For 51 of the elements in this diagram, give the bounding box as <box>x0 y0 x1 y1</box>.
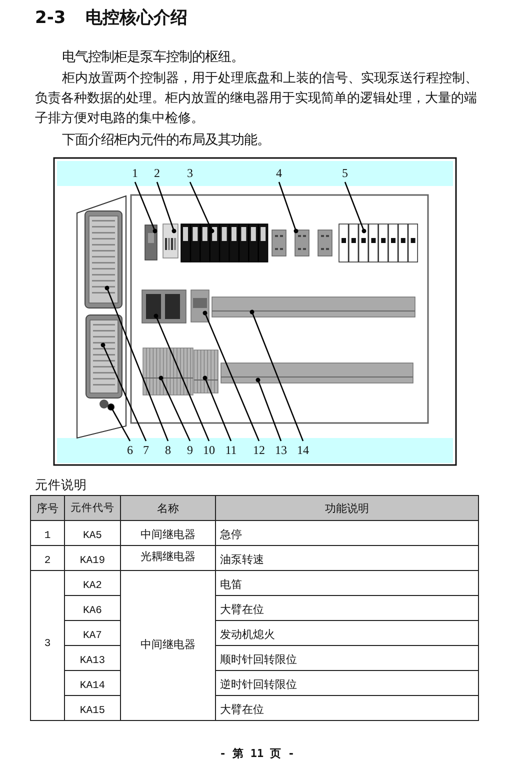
controller-drawing <box>85 314 123 399</box>
controller-drawing <box>84 210 123 309</box>
section-title: 2-3 电控核心介绍 <box>35 7 188 29</box>
header-cell: 元件代号 <box>64 495 121 521</box>
callout-number: 14 <box>294 442 312 458</box>
leader-line <box>104 286 169 442</box>
header-cell: 功能说明 <box>215 495 479 521</box>
table-cell: 3 <box>30 570 65 721</box>
callout-number: 1 <box>126 165 144 181</box>
callout-number: 10 <box>200 442 218 458</box>
leader-line <box>202 310 260 442</box>
callout-number: 7 <box>137 442 155 458</box>
leader-line <box>108 404 131 442</box>
callout-number: 11 <box>222 442 240 458</box>
callout-number: 3 <box>181 165 199 181</box>
module-drawing <box>141 289 187 324</box>
paragraph: 电气控制柜是泵车控制的枢纽。 <box>61 48 245 66</box>
paragraph: 下面介绍柜内元件的布局及其功能。 <box>61 132 271 149</box>
callout-number: 6 <box>121 442 139 458</box>
callout-number: 5 <box>336 165 354 181</box>
callout-number: 13 <box>272 442 290 458</box>
callout-number: 12 <box>250 442 268 458</box>
leader-line <box>158 376 191 442</box>
relay-drawing <box>271 229 333 257</box>
leader-line <box>156 182 176 234</box>
leader-line <box>134 182 158 234</box>
cable-duct-drawing <box>211 296 416 318</box>
module-drawing <box>190 289 210 323</box>
leader-line <box>202 376 232 442</box>
circuit-breaker-drawing <box>338 223 419 263</box>
cable-duct-drawing <box>220 362 414 384</box>
header-cell: 名称 <box>120 495 216 521</box>
paragraph: 柜内放置两个控制器，用于处理底盘和上装的信号、实现泵送行程控制、负责各种数据的处理。柜内放置的继电器用于实现简单的逻辑处理，大量的端子排方便对电路的集中检修。 <box>35 70 479 128</box>
leader-line <box>250 310 304 442</box>
header-cell: 序号 <box>30 495 65 521</box>
relay-block-drawing <box>180 223 270 263</box>
relay-drawing <box>162 223 179 259</box>
callout-number: 2 <box>148 165 166 181</box>
terminal-block-drawing <box>142 347 194 396</box>
callout-number: 9 <box>181 442 199 458</box>
leader-line <box>154 314 210 442</box>
terminal-block-drawing <box>193 349 219 394</box>
callout-number: 4 <box>270 165 288 181</box>
leader-line <box>100 342 147 442</box>
callout-number: 8 <box>159 442 177 458</box>
table-caption: 元件说明 <box>35 477 88 494</box>
leader-line <box>256 378 282 442</box>
relay-drawing <box>144 224 158 261</box>
button-drawing <box>98 398 117 413</box>
table-cell: 大臂在位 <box>215 695 479 721</box>
page-number: - 第 11 页 - <box>218 746 296 761</box>
